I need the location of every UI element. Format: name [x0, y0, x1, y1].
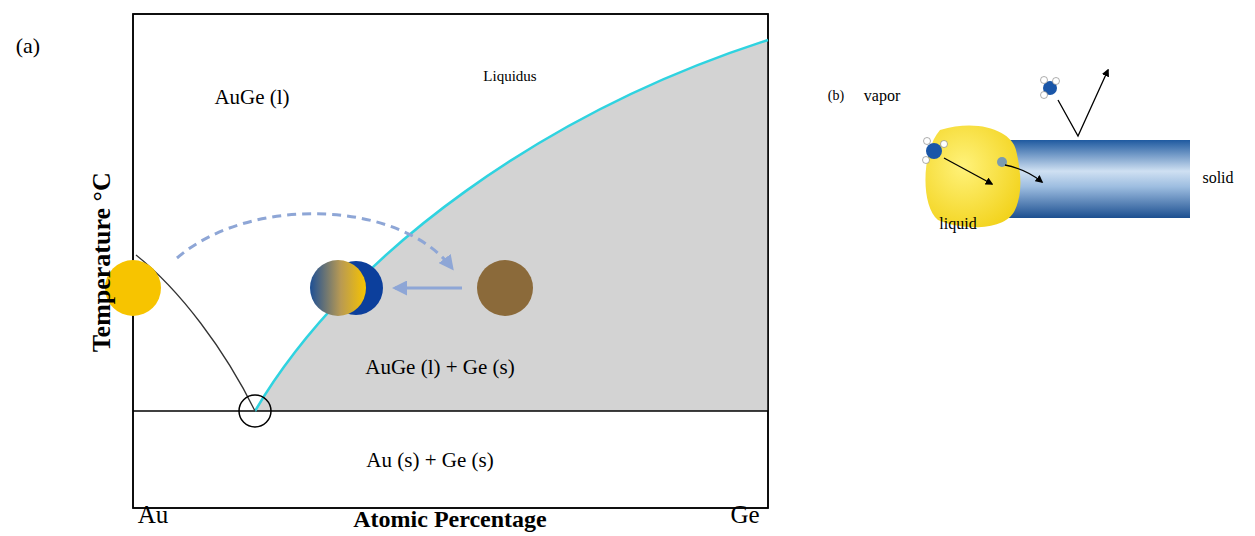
region-label: AuGe (l) + Ge (s)	[365, 356, 514, 379]
plot-border	[133, 14, 768, 508]
heating-arrow	[177, 214, 452, 268]
panel-tag: (a)	[16, 34, 40, 58]
eutectic-line	[133, 410, 768, 412]
liquid-droplet	[925, 126, 1020, 228]
phase-label: solid	[1202, 169, 1233, 187]
liquidus-curve	[255, 40, 768, 411]
two-phase-region	[255, 40, 768, 411]
reflection-arrow	[1058, 70, 1108, 136]
panel-tag: (b)	[828, 88, 844, 103]
saturated-droplet	[310, 260, 366, 316]
axis-end-label: Ge	[730, 501, 759, 529]
adsorption-arrow	[944, 158, 992, 184]
vapor-molecule	[923, 138, 948, 164]
reflected-molecule	[1041, 77, 1060, 99]
precipitation-arrow	[395, 287, 462, 290]
axis-end-label: Au	[138, 501, 169, 529]
phase-label: vapor	[864, 87, 900, 105]
eutectic-point	[239, 395, 271, 427]
diffusion-arrow	[1005, 165, 1042, 182]
plot-frame	[133, 14, 768, 508]
curve-label: Liquidus	[483, 68, 536, 85]
nanowire-solid	[1000, 140, 1190, 218]
region-label: Au (s) + Ge (s)	[366, 449, 493, 472]
axis-title: Temperature °C	[88, 172, 117, 352]
phase-label: liquid	[939, 215, 976, 233]
alloy-particle	[477, 260, 533, 316]
axis-title: Atomic Percentage	[353, 506, 546, 532]
region-label: AuGe (l)	[214, 86, 289, 109]
